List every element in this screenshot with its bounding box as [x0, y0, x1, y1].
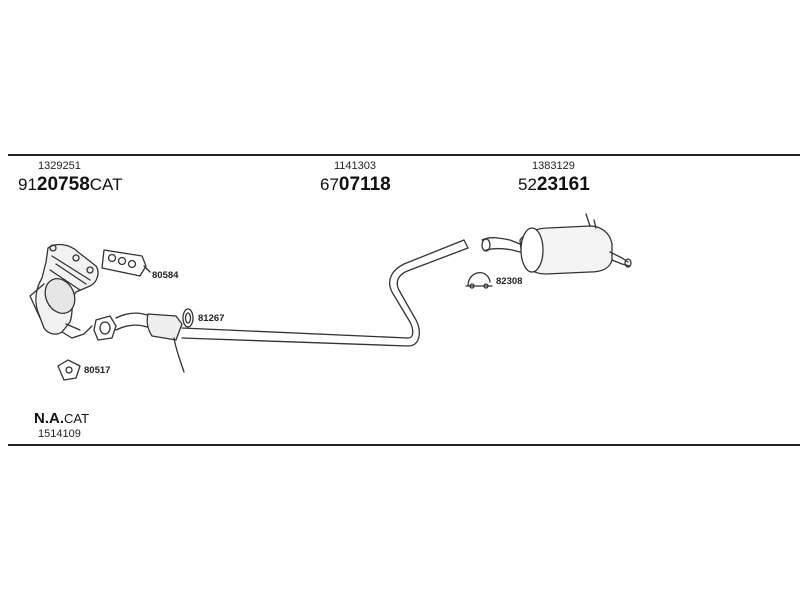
front-pipe-catalyst — [115, 312, 185, 373]
na-cat-label: N.A.CAT — [34, 410, 89, 427]
part-number-2: 1141303 — [334, 160, 377, 172]
middle-pipe — [181, 239, 469, 347]
part-code-3-main: 23161 — [536, 174, 590, 195]
rear-silencer — [481, 213, 632, 275]
part-code-1: 9120758CAT — [18, 174, 123, 196]
top-divider — [8, 154, 800, 156]
na-label-suffix: CAT — [64, 411, 90, 426]
part-code-2: 6707118 — [320, 174, 391, 196]
part-code-1-main: 20758 — [36, 174, 90, 195]
bottom-divider — [8, 444, 800, 446]
part-code-1-prefix: 91 — [18, 175, 37, 194]
exhaust-manifold-catalyst — [29, 243, 99, 339]
part-number-1: 1329251 — [38, 160, 81, 172]
na-label-bold: N.A. — [34, 410, 64, 427]
part-code-3-prefix: 52 — [518, 175, 537, 194]
callout-80517: 80517 — [84, 365, 111, 376]
part-number-3: 1383129 — [532, 160, 575, 172]
part-code-1-suffix: CAT — [89, 175, 123, 194]
part-code-2-prefix: 67 — [320, 175, 339, 194]
front-pipe-flange — [93, 315, 117, 341]
sealing-ring-81267 — [182, 308, 194, 328]
part-code-3: 5223161 — [518, 174, 590, 196]
footer-part-number: 1514109 — [38, 428, 81, 440]
flange-gasket-80517 — [57, 359, 81, 381]
callout-80584: 80584 — [152, 270, 179, 281]
manifold-gasket-80584 — [101, 249, 151, 277]
callout-81267: 81267 — [198, 313, 225, 324]
pipe-clamp-82308 — [465, 272, 493, 289]
callout-82308: 82308 — [496, 276, 523, 287]
part-code-2-main: 07118 — [338, 174, 391, 195]
